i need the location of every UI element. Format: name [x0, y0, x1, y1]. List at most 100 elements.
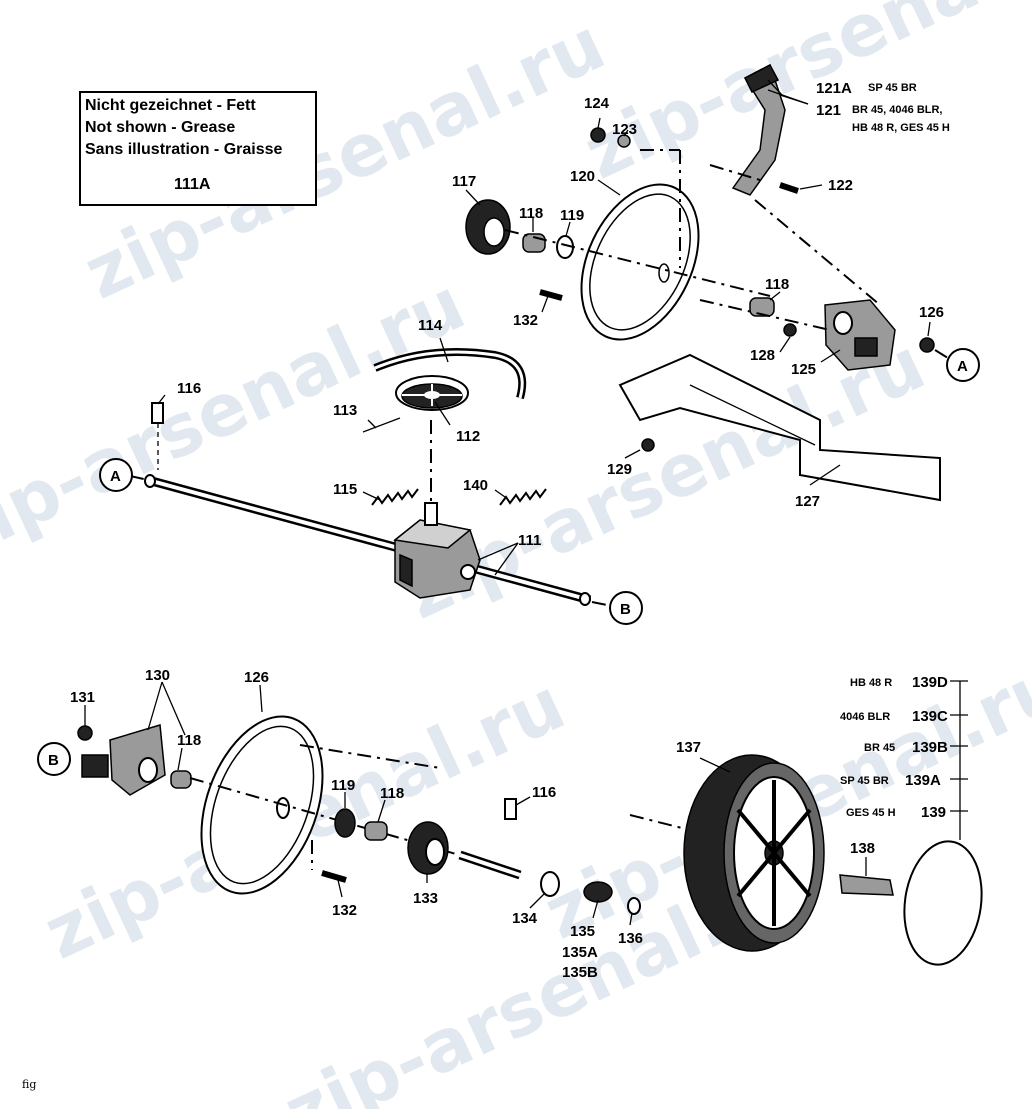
label-118-upper: 118: [519, 205, 543, 222]
drive-axle: [144, 474, 592, 606]
watermark-text: zip-arsenal.ru: [0, 262, 477, 576]
label-116-upper: 116: [177, 380, 201, 397]
label-117: 117: [452, 173, 476, 190]
variant-part-5: 139: [921, 804, 946, 821]
label-123: 123: [612, 121, 637, 138]
variant-part-3: 139B: [912, 739, 948, 756]
wheel-137: [683, 754, 825, 952]
gearbox: [393, 502, 481, 599]
label-126-upper: 126: [919, 304, 944, 321]
label-121a-models: SP 45 BR: [868, 82, 917, 94]
key-116-lower: [504, 798, 517, 820]
label-120: 120: [570, 168, 595, 185]
note-box-frame: [79, 91, 317, 206]
axle-leader-a: [129, 475, 149, 481]
variant-list: HB 48 R 139D 4046 BLR 139C BR 45 139B SP…: [840, 674, 948, 821]
lever-line: [709, 164, 761, 181]
spring-140: [499, 488, 547, 506]
label-127: 127: [795, 493, 820, 510]
variant-model-1: HB 48 R: [850, 677, 892, 689]
nut-129: [641, 438, 655, 452]
note-line-fr: Sans illustration - Graisse: [85, 141, 283, 158]
note-box: Nicht gezeichnet - Fett Not shown - Grea…: [79, 91, 317, 206]
note-line-de: Nicht gezeichnet - Fett: [85, 97, 256, 114]
washer-119-lower: [334, 808, 356, 838]
variant-part-4: 139A: [905, 772, 941, 789]
connector-b-lower-label: B: [48, 752, 59, 769]
label-134: 134: [512, 910, 538, 927]
label-121: 121: [816, 102, 841, 119]
label-111: 111: [518, 532, 541, 549]
hub-cap-135: [583, 881, 613, 903]
variant-model-4: SP 45 BR: [840, 775, 889, 787]
connector-b-lower: B: [37, 742, 71, 776]
key-116-upper: [151, 402, 164, 424]
washer-134: [540, 871, 560, 897]
label-118-lower-left: 118: [177, 732, 201, 749]
label-140: 140: [463, 477, 488, 494]
spring-115: [371, 488, 419, 506]
bushing-118-lower: [364, 821, 388, 841]
connector-a-left-label: A: [110, 468, 121, 485]
leader-lines: [84, 79, 931, 926]
label-128: 128: [750, 347, 775, 364]
label-132-lower: 132: [332, 902, 357, 919]
gear-133: [407, 821, 449, 875]
label-112: 112: [456, 428, 480, 445]
screw-132-lower: [321, 870, 347, 883]
label-121a: 121A: [816, 80, 852, 97]
label-124: 124: [584, 95, 610, 112]
label-133: 133: [413, 890, 438, 907]
variant-part-2: 139C: [912, 708, 948, 725]
pulley: [395, 375, 469, 411]
rail-127: [618, 353, 941, 502]
nut-131: [77, 725, 93, 741]
bracket-130: [81, 724, 166, 796]
label-119-upper: 119: [560, 207, 584, 224]
wheel-126: [200, 715, 324, 895]
height-lever-121: [731, 63, 786, 196]
gear-117: [465, 199, 511, 255]
label-113: 113: [333, 402, 357, 419]
note-line-en: Not shown - Grease: [85, 119, 235, 136]
bushing-118-right: [749, 297, 775, 317]
label-121-models-2: HB 48 R, GES 45 H: [852, 122, 950, 134]
label-130: 130: [145, 667, 170, 684]
label-132-upper: 132: [513, 312, 538, 329]
wheel-120: [580, 183, 700, 341]
bracket-leader-a: [934, 349, 949, 359]
part-labels: 117 118 119 120 124 123 121A SP 45 BR 12…: [70, 80, 950, 981]
variant-model-2: 4046 BLR: [840, 711, 890, 723]
connector-a-left: A: [99, 458, 133, 492]
upper-shaft-line: [504, 229, 771, 297]
label-119-lower: 119: [331, 777, 355, 794]
connector-a-right-label: A: [957, 358, 968, 375]
label-118-right: 118: [765, 276, 789, 293]
label-135: 135: [570, 923, 595, 940]
bolt-122: [779, 182, 799, 194]
label-125: 125: [791, 361, 816, 378]
variant-model-3: BR 45: [864, 742, 895, 754]
label-135a: 135A: [562, 944, 598, 961]
label-129: 129: [607, 461, 632, 478]
connector-b-upper: B: [609, 591, 643, 625]
note-part-number: 111A: [174, 176, 211, 193]
lower-top-line: [299, 744, 441, 769]
label-121-models-1: BR 45, 4046 BLR,: [852, 104, 942, 116]
bolt-138: [839, 874, 894, 896]
right-shaft-line: [699, 299, 831, 331]
watermark-text: zip-arsenal.ru: [572, 0, 1032, 195]
connector-a-right: A: [946, 348, 980, 382]
label-115: 115: [333, 481, 357, 498]
key-113: [362, 417, 401, 433]
clip-136: [627, 897, 641, 915]
connector-b-upper-label: B: [620, 601, 631, 618]
bracket-125: [824, 299, 896, 371]
label-118-lower: 118: [380, 785, 404, 802]
label-137: 137: [676, 739, 701, 756]
screw-128: [783, 323, 797, 337]
label-135b: 135B: [562, 964, 598, 981]
screw-132-upper: [539, 289, 563, 301]
label-136: 136: [618, 930, 643, 947]
